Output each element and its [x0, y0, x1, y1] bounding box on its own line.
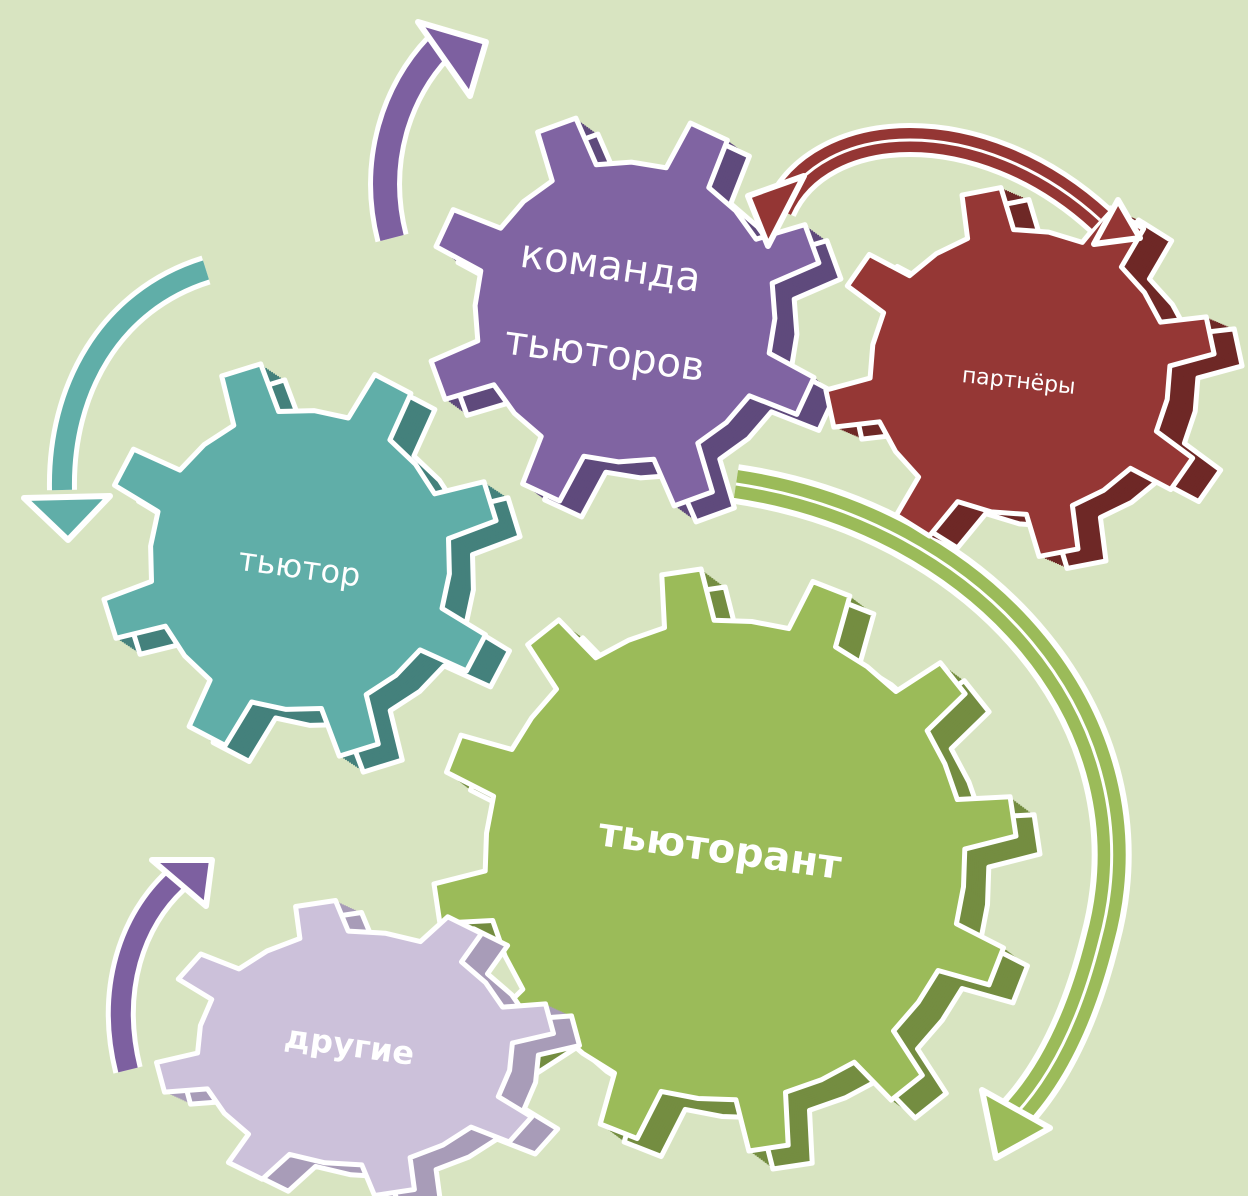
gear-face — [431, 566, 1019, 1154]
gear-komanda — [428, 115, 844, 525]
gear-face — [101, 361, 499, 759]
curved-up-arrow — [368, 19, 489, 243]
curved-double-arrow — [745, 123, 1143, 249]
gear-tyutorant — [431, 566, 1043, 1172]
gear-drugie — [154, 898, 582, 1196]
curved-long-arrow — [733, 464, 1132, 1161]
gear-face — [428, 115, 822, 509]
gear-partnery — [823, 185, 1245, 571]
gear-face — [823, 185, 1217, 559]
gear-face — [154, 898, 556, 1196]
curved-up-arrow — [105, 857, 215, 1074]
curved-down-arrow — [21, 255, 211, 543]
gear-tyutor — [101, 361, 523, 775]
